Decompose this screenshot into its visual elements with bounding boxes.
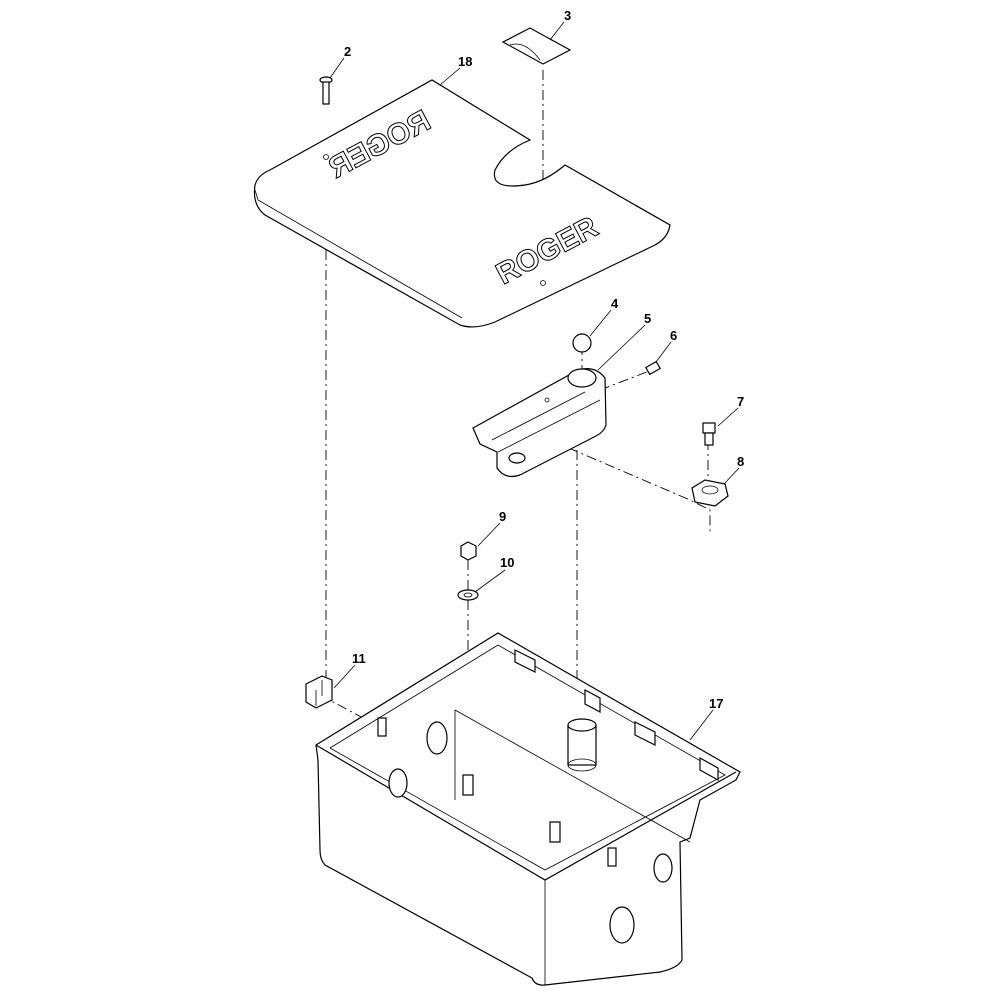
housing-tab-3 — [634, 721, 656, 746]
bracket-body — [472, 368, 607, 478]
housing-slot-1 — [377, 717, 387, 737]
leader-17 — [689, 709, 714, 741]
leader-10 — [474, 569, 506, 593]
callouts: 2 3 18 4 5 6 7 8 9 10 11 17 — [344, 8, 744, 711]
housing-tab-2 — [584, 689, 601, 713]
clip-outline — [305, 675, 333, 709]
housing-hole-2 — [388, 768, 408, 798]
stud-1 — [462, 774, 474, 796]
cover-plate-edge — [254, 189, 463, 319]
leader-18 — [439, 67, 461, 86]
small-cover-3 — [501, 27, 572, 65]
washer-10 — [457, 589, 479, 601]
bolt-7 — [702, 422, 716, 446]
cover-screw-hole-lower — [540, 280, 546, 286]
leader-5 — [597, 324, 646, 371]
leader-2 — [329, 57, 345, 79]
small-cover-outline — [501, 27, 572, 65]
small-cover-curve — [509, 43, 541, 61]
leader-lines — [329, 21, 740, 741]
bolt-head — [702, 422, 716, 434]
housing-hole-1 — [426, 721, 448, 755]
grub-body — [644, 360, 662, 376]
axis-nut-8 — [549, 439, 711, 535]
leader-4 — [589, 309, 612, 337]
cover-screw-hole — [323, 154, 329, 160]
housing-hole-4 — [609, 906, 635, 944]
callout-17: 17 — [709, 696, 723, 711]
bracket-bore — [567, 368, 597, 388]
pivot-post-base — [567, 758, 597, 772]
leader-8 — [723, 467, 740, 485]
housing-outline — [315, 632, 741, 986]
axis-clip-slot — [319, 694, 396, 736]
leader-11 — [333, 664, 356, 689]
callout-8: 8 — [737, 454, 744, 469]
bracket-small-hole — [544, 397, 550, 403]
axis-grub-6 — [599, 369, 653, 391]
washer-inner — [463, 592, 473, 598]
callout-10: 10 — [500, 555, 514, 570]
clip-11 — [305, 675, 333, 709]
callout-6: 6 — [670, 328, 677, 343]
washer-outer — [457, 589, 479, 601]
callout-9: 9 — [499, 509, 506, 524]
small-nut-outline — [460, 541, 477, 561]
screw-shank — [322, 81, 330, 105]
callout-3: 3 — [564, 8, 571, 23]
hex-nut-8 — [691, 479, 729, 507]
leader-6 — [655, 341, 672, 363]
leader-3 — [549, 21, 565, 41]
pivot-post-top — [567, 718, 597, 732]
callout-5: 5 — [644, 311, 651, 326]
ball-4 — [572, 333, 592, 353]
housing-inner-floor — [454, 709, 691, 843]
cover-plate-18: ROGER ROGER — [253, 79, 671, 328]
cover-plate-outline — [253, 79, 671, 328]
bracket-slot — [491, 391, 601, 453]
callout-11: 11 — [352, 651, 366, 666]
callout-2: 2 — [344, 44, 351, 59]
housing-hole-3 — [653, 853, 673, 883]
housing-box-17 — [315, 632, 741, 986]
screw-2 — [319, 76, 333, 105]
pivot-post — [567, 724, 597, 766]
nut-outline — [691, 479, 729, 507]
leader-9 — [477, 522, 501, 547]
housing-tab-4 — [699, 756, 719, 782]
leader-7 — [717, 407, 739, 427]
housing-tab-1 — [514, 649, 536, 673]
callout-18: 18 — [458, 54, 472, 69]
clip-detail — [315, 680, 323, 706]
bolt-shank — [704, 432, 714, 446]
grub-screw-6 — [644, 360, 662, 376]
nut-bore — [701, 485, 719, 495]
housing-rim-inner — [329, 644, 726, 871]
bracket-hole — [508, 452, 526, 464]
callout-7: 7 — [737, 394, 744, 409]
housing-slot-2 — [607, 847, 617, 867]
pivot-bracket-5 — [472, 368, 607, 478]
small-nut-9 — [460, 541, 477, 561]
stud-2 — [549, 821, 561, 843]
callout-4: 4 — [611, 296, 619, 311]
